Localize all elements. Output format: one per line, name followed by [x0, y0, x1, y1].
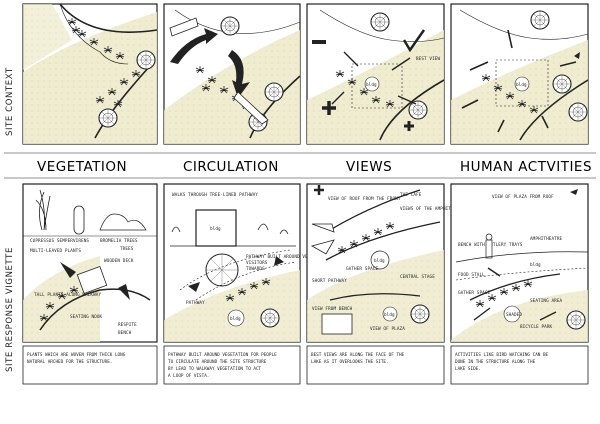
- views-note-1: VIEW OF ROOF FROM THE FRONT: [328, 196, 401, 202]
- caption-circulation-line-4: A LOOP OF VISTA.: [168, 373, 209, 379]
- vignette-human-activities: VIEW OF PLAZA FROM ROOF BENCH WITH CUTLE…: [450, 183, 589, 343]
- circ-note-2: PATHWAY BUILT AROUND VEGETATION TO INVIT…: [246, 254, 356, 260]
- side-label-site-response: SITE RESPONSE VIGNETTE: [5, 247, 15, 372]
- veg-note-6: RESPITE: [118, 322, 137, 328]
- human-note-6: SEATING AREA: [530, 298, 563, 304]
- plus-sign: [322, 101, 336, 115]
- header-circulation: CIRCULATION: [183, 159, 279, 175]
- header-vegetation: VEGETATION: [37, 159, 127, 175]
- human-note-4: bldg: [530, 262, 541, 268]
- views-note-2: THE CAFE: [400, 192, 422, 198]
- veg-note-8: TREES: [120, 246, 134, 252]
- veg-note-1: CUPRESSUS SEMPERVIRENS: [30, 238, 89, 244]
- veg-note-2: BROMELIA TREES: [100, 238, 138, 244]
- circ-note-4: TOWARDS: [246, 266, 265, 272]
- side-label-site-context: SITE CONTEXT: [5, 67, 15, 136]
- header-human-activities: HUMAN ACTVITIES: [460, 159, 592, 175]
- views-note-6: SHORT PATHWAY: [312, 278, 347, 284]
- context-panel-views: bldg BEST VIEW: [306, 3, 445, 145]
- best-view-label: BEST VIEW: [416, 56, 440, 62]
- plus-sign-small: [404, 121, 414, 131]
- veg-note-3: MULTI-LEAVED PLANTS: [30, 248, 81, 254]
- caption-vegetation-line-1: PLANTS WHICH ARE WOVEN FROM THICK LONG: [27, 352, 126, 358]
- caption-circulation-line-3: BY LEAD TO WALKWAY VEGETATION TO ACT: [168, 366, 262, 372]
- header-row: VEGETATION CIRCULATION VIEWS HUMAN ACTVI…: [4, 152, 596, 179]
- context-panel-circulation: [163, 3, 301, 145]
- caption-vegetation-line-2: NATURAL ARCHED FOR THE STRUCTURE.: [27, 359, 112, 365]
- checkmark-icon: [402, 29, 426, 53]
- human-note-8: GATHER SPACE: [458, 290, 491, 296]
- human-note-3: AMPHITHEATRE: [530, 236, 563, 242]
- header-views: VIEWS: [346, 159, 392, 175]
- views-note-4: GATHER SPACE: [346, 266, 379, 272]
- human-bldg-label: SHADED: [506, 312, 522, 318]
- vignette-views: VIEW OF ROOF FROM THE FRONT THE CAFE VIE…: [306, 183, 467, 343]
- caption-circulation-line-2: TO CIRCULATE AROUND THE SITE STRUCTURE: [168, 359, 267, 365]
- caption-views-line-2: LAKE AS IT OVERLOOKS THE SITE.: [311, 359, 389, 365]
- circ-note-5: PATHWAY: [186, 300, 205, 306]
- views-bldg-label-1: bldg: [374, 258, 385, 264]
- veg-note-9: SEATING NOOK: [70, 314, 103, 320]
- views-bldg-label-2: bldg: [384, 312, 395, 318]
- views-bldg-label: bldg: [366, 82, 377, 88]
- context-panel-human-activities: bldg: [450, 3, 589, 145]
- veg-note-5: TALL PLANTS ALONG WALKWAY: [34, 292, 101, 298]
- circ-note-1: WALKS THROUGH TREE-LINED PATHWAY: [172, 192, 258, 198]
- circ-note-3: VISITORS: [246, 260, 268, 266]
- vignette-vegetation: CUPRESSUS SEMPERVIRENS BROMELIA TREES MU…: [22, 183, 158, 343]
- circ-bldg-label-2: bldg: [230, 316, 241, 322]
- caption-circulation-line-1: PATHWAY BUILT AROUND VEGETATION FOR PEOP…: [168, 352, 277, 358]
- minus-sign: [312, 40, 326, 44]
- circ-bldg-label-1: bldg: [210, 226, 221, 232]
- human-note-7: BICYCLE PARK: [520, 324, 553, 330]
- caption-human-line-3: LAKE SIDE.: [455, 366, 481, 372]
- views-note-5: CENTRAL STAGE: [400, 274, 435, 280]
- veg-note-7: BENCH: [118, 330, 132, 336]
- captions: PLANTS WHICH ARE WOVEN FROM THICK LONG N…: [22, 345, 589, 385]
- human-bldg-label: bldg: [516, 82, 527, 88]
- caption-views-line-1: BEST VIEWS ARE ALONG THE FACE OF THE: [311, 352, 405, 358]
- human-note-1: VIEW OF PLAZA FROM ROOF: [492, 194, 554, 200]
- views-note-8: VIEW OF PLAZA: [370, 326, 405, 332]
- caption-human-line-2: DONE IN THE STRUCTURE ALONG THE: [455, 359, 536, 365]
- caption-human-line-1: ACTIVITIES LIKE BIRD WATCHING CAN BE: [455, 352, 549, 358]
- context-panel-vegetation: [22, 3, 158, 145]
- veg-note-4: WOODEN DECK: [104, 258, 134, 264]
- views-note-3: VIEWS OF THE AMPHITHEATRE: [400, 206, 467, 212]
- human-note-5: FOOD STALL: [458, 272, 485, 278]
- vignette-circulation: WALKS THROUGH TREE-LINED PATHWAY bldg bl…: [163, 183, 356, 343]
- views-note-7: VIEW FROM BENCH: [312, 306, 353, 312]
